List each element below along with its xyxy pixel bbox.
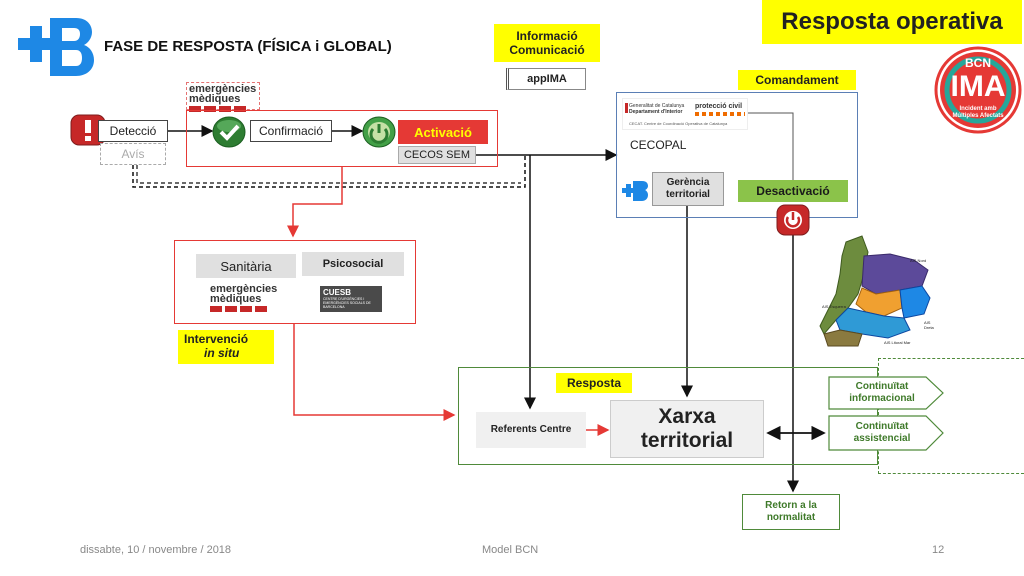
em-logo-int-bars [210,306,290,312]
referents-label: Referents Centre [490,424,572,435]
check-icon [212,116,246,148]
referents-box[interactable]: Referents Centre [476,412,586,448]
power-on-icon [362,116,396,148]
deteccio-label: Detecció [109,124,157,138]
confirmacio-box[interactable]: Confirmació [250,120,332,142]
slide-title: Resposta operativa [762,0,1022,44]
gerencia-box[interactable]: Gerència territorial [652,172,724,206]
appima-label: appIMA [527,73,567,85]
alert-icon [70,114,106,146]
activacio-label: Activació [414,124,472,140]
cecat-caption: CECAT. Centre de Coordinació Operativa d… [629,121,728,126]
retorn-box[interactable]: Retorn a la normalitat [742,494,840,530]
generalitat-logo: Generalitat de Catalunya Departament d'I… [622,98,748,130]
info-comunicacio-label: Informació Comunicació [494,24,600,62]
sanitaria-box[interactable]: Sanitària [196,254,296,278]
map-label-litoral: AIS Litoral Mar [884,340,911,345]
map-label-nord: AIS Nord [910,258,927,263]
avis-box[interactable]: Avís [100,143,166,165]
map-label-esquerra: AIS Esquerra [822,304,846,309]
sanitaria-label: Sanitària [220,258,272,274]
em-logo-top-line1: emergències [189,83,257,95]
cecos-box[interactable]: CECOS SEM [398,146,476,164]
b-mini-icon [622,180,648,202]
ima-badge-main: IMA [950,70,1006,103]
em-logo-int-line2: mèdiques [210,293,262,305]
em-logo-int-line1: emergències [210,283,278,295]
footer-center: Model BCN [482,544,539,556]
phase-title: FASE DE RESPOSTA (FÍSICA i GLOBAL) [104,38,392,55]
generalitat-line1: Generalitat de Catalunya [629,103,685,109]
intervention-box [174,240,416,324]
power-off-icon [776,204,810,236]
comandament-label: Comandament [738,70,856,90]
deteccio-box[interactable]: Detecció [98,120,168,142]
ima-badge-top: BCN [965,56,991,70]
generalitat-line2: Departament d'Interior [629,109,683,115]
cuesb-sub: CENTRE D'URGÈNCIES I EMERGÈNCIES SOCIALS… [323,297,371,309]
gerencia-label: Gerència territorial [666,177,710,200]
psicosocial-label: Psicosocial [322,258,384,270]
intervencio-line2: in situ [204,346,240,360]
comandament-box [616,92,858,218]
proteccio-civil-label: protecció civil [695,103,743,110]
cuesb-logo: CUESB CENTRE D'URGÈNCIES I EMERGÈNCIES S… [320,286,382,312]
ima-badge-subtitle: Incident amb Múltiples Afectats [952,106,1004,119]
desactivacio-box[interactable]: Desactivació [738,180,848,202]
footer-page: 12 [932,544,945,556]
em-logo-top-line2: mèdiques [189,93,241,105]
retorn-label: Retorn a la normalitat [765,500,817,523]
psicosocial-box[interactable]: Psicosocial [302,252,404,276]
continuitat-asist-arrow[interactable]: Continuïtat assistencial [828,415,944,451]
map-label-dreta: AIS Dreta [924,320,934,330]
barcelona-map: AIS Nord AIS Dreta AIS Esquerra AIS Lito… [818,234,940,348]
em-logo-top: emergències mèdiques [186,82,260,112]
avis-label: Avís [121,147,145,161]
continuitat-info-arrow[interactable]: Continuïtat informacional [828,376,944,410]
cuesb-label: CUESB [323,288,352,297]
cecos-label: CECOS SEM [403,149,470,161]
appima-box: appIMA [506,68,586,90]
desactivacio-label: Desactivació [756,184,830,198]
activation-box [186,110,498,167]
footer-date: dissabte, 10 / novembre / 2018 [80,544,232,556]
barcelona-b-logo [18,16,94,78]
ima-badge: BCN IMA Incident amb Múltiples Afectats [934,46,1022,134]
continuitat-asist-label: Continuïtat assistencial [853,421,911,444]
em-logo-intervention: emergències mèdiques [210,284,290,316]
em-logo-top-bars [189,106,257,112]
xarxa-label: Xarxa territorial [640,405,734,452]
xarxa-box[interactable]: Xarxa territorial [610,400,764,458]
generalitat-red-mark [625,103,628,113]
resposta-label: Resposta [556,373,632,393]
activacio-box[interactable]: Activació [398,120,488,144]
proteccio-stripes [695,112,745,116]
intervencio-label: Intervenció in situ [178,330,274,364]
cecopal-label: CECOPAL [630,138,687,152]
continuitat-info-label: Continuïtat informacional [849,381,915,404]
confirmacio-label: Confirmació [258,124,324,138]
intervencio-line1: Intervenció [184,332,249,346]
